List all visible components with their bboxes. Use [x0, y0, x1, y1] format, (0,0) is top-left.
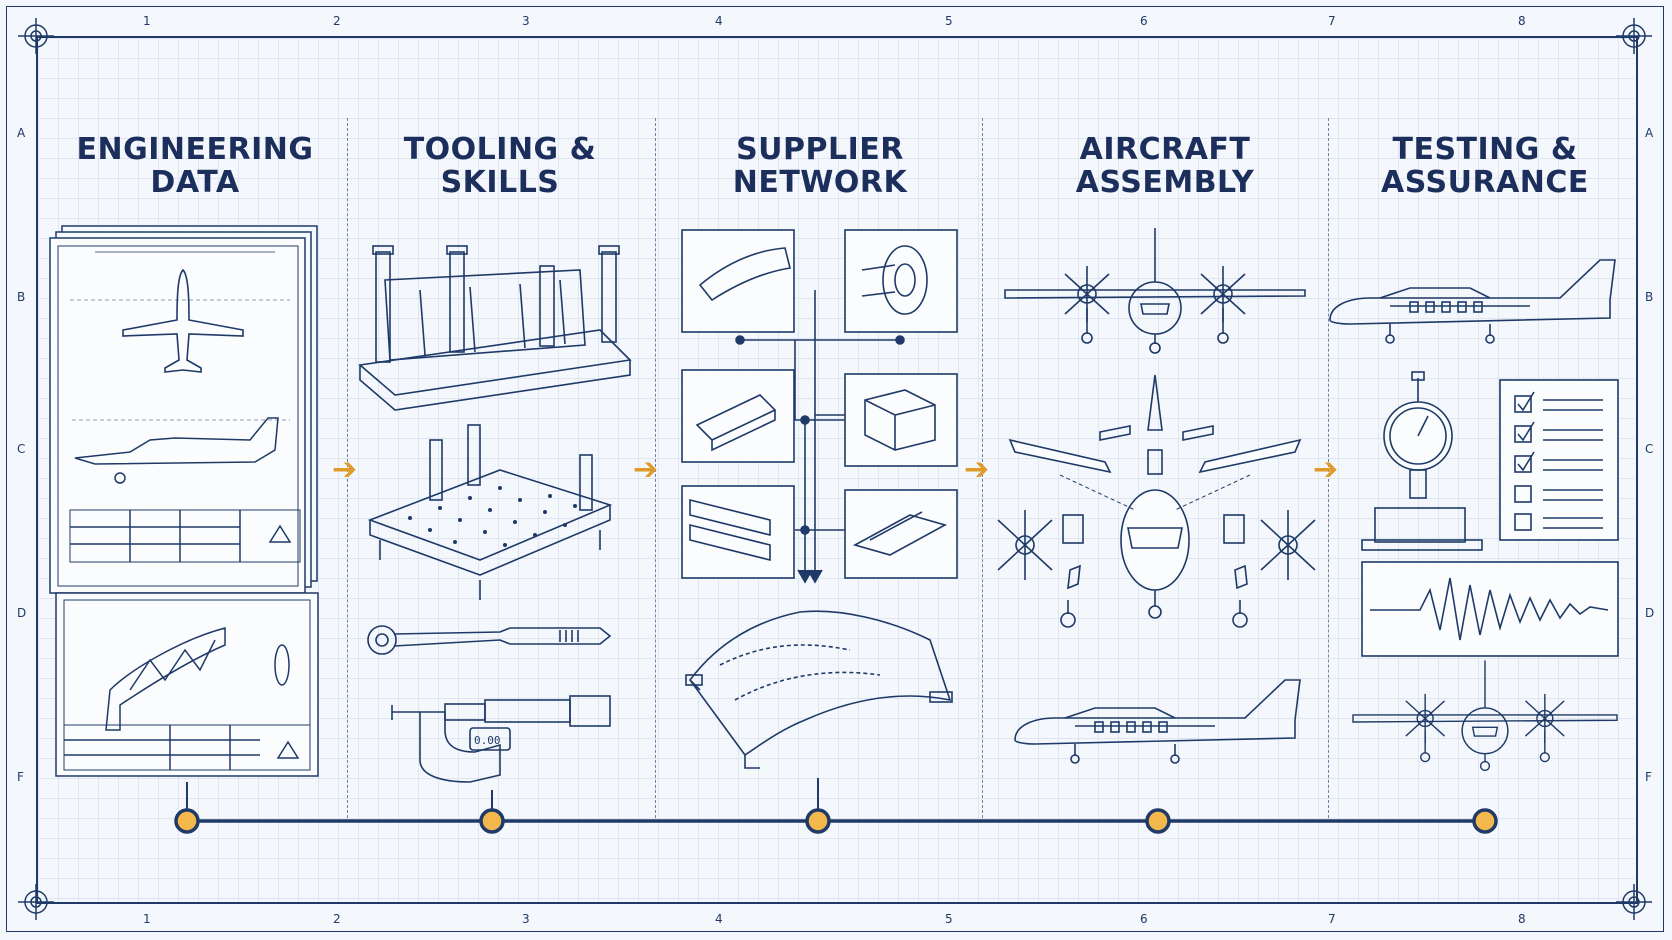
stage-title-aircraft-assembly: AIRCRAFT ASSEMBLY — [1040, 133, 1290, 199]
stage-title-line: ASSURANCE — [1381, 165, 1589, 200]
row-letter: F — [1645, 770, 1652, 784]
stage-title-line: NETWORK — [732, 165, 908, 200]
row-letter: A — [1645, 126, 1654, 140]
column-number: 6 — [1140, 14, 1148, 28]
column-number: 6 — [1140, 912, 1148, 926]
row-letter: D — [17, 606, 27, 620]
stage-separator — [1328, 118, 1329, 818]
side-view-aircraft-icon — [1014, 679, 1301, 764]
stage-title-line: DATA — [150, 165, 240, 200]
micrometer-readout: 0.00 — [474, 734, 501, 747]
column-number: 8 — [1518, 912, 1526, 926]
column-number: 4 — [715, 912, 723, 926]
flow-arrow-icon: ➔ — [633, 452, 659, 487]
assembly-jig-icon — [358, 245, 632, 411]
stage-title-engineering-data: ENGINEERING DATA — [70, 133, 320, 199]
column-number: 5 — [945, 14, 953, 28]
stage-title-tooling-skills: TOOLING & SKILLS — [375, 133, 625, 199]
flow-arrow-icon: ➔ — [332, 452, 358, 487]
row-letter: C — [17, 442, 26, 456]
column-number: 2 — [333, 14, 341, 28]
stage-separator — [982, 118, 983, 818]
stage-separator — [347, 118, 348, 818]
drilling-jig-icon — [367, 424, 613, 600]
column-number: 3 — [522, 912, 530, 926]
timeline — [174, 778, 1498, 834]
column-number: 1 — [143, 912, 151, 926]
flow-arrow-icon: ➔ — [1313, 452, 1339, 487]
test-aircraft-side-icon — [1329, 259, 1616, 344]
engineering-drawing-sheet — [49, 225, 318, 594]
waveform-icon — [1361, 561, 1619, 657]
test-aircraft-front-icon — [1352, 659, 1618, 772]
stage-title-line: ENGINEERING — [76, 132, 314, 167]
column-number: 1 — [143, 14, 151, 28]
column-number: 3 — [522, 14, 530, 28]
timeline-node — [174, 808, 1498, 834]
row-letter: D — [1645, 606, 1655, 620]
row-letter: F — [17, 770, 24, 784]
row-letter: B — [17, 290, 26, 304]
stage-title-supplier-network: SUPPLIER NETWORK — [695, 133, 945, 199]
stage-separator — [655, 118, 656, 818]
machined-part-icon — [105, 627, 226, 731]
stage-title-line: TESTING & — [1392, 132, 1578, 167]
inner-border — [36, 36, 1638, 904]
stage-title-testing-assurance: TESTING & ASSURANCE — [1360, 133, 1610, 199]
column-number: 7 — [1328, 912, 1336, 926]
column-number: 5 — [945, 912, 953, 926]
fuselage-panel-icon — [685, 610, 953, 769]
flow-arrow-icon: ➔ — [964, 452, 990, 487]
column-number: 8 — [1518, 14, 1526, 28]
stage-title-line: SKILLS — [440, 165, 560, 200]
row-letter: B — [1645, 290, 1654, 304]
row-letter: A — [17, 126, 26, 140]
exploded-assembly — [997, 374, 1316, 628]
turboprop-aircraft-icon — [1004, 227, 1306, 354]
detail-drawing-sheet — [55, 592, 319, 777]
stage-title-line: TOOLING & — [403, 132, 597, 167]
supplier-parts — [681, 229, 958, 584]
stage-title-line: SUPPLIER — [736, 132, 904, 167]
row-letter: C — [1645, 442, 1654, 456]
stage-title-line: ASSEMBLY — [1075, 165, 1255, 200]
torque-wrench-icon — [367, 625, 612, 655]
stage-title-line: AIRCRAFT — [1079, 132, 1251, 167]
column-number: 7 — [1328, 14, 1336, 28]
column-number: 2 — [333, 912, 341, 926]
registration-mark-icon — [18, 18, 1652, 920]
outer-border — [6, 6, 1664, 932]
micrometer-icon: 0.00 — [391, 695, 611, 783]
dial-gauge-icon — [1361, 371, 1483, 551]
checklist-icon — [1499, 379, 1619, 541]
column-number: 4 — [715, 14, 723, 28]
